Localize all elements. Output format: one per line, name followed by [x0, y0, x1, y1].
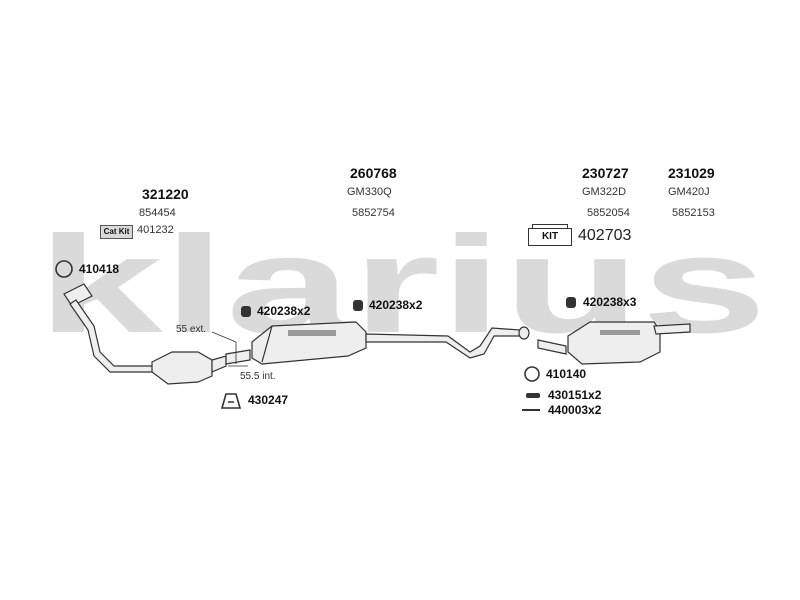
fitting-label: 420238x3	[583, 295, 637, 309]
part-number: 260768	[350, 165, 397, 181]
rubber-mount-icon	[241, 306, 251, 317]
mid-pipe	[365, 327, 521, 359]
fitting-label: 420238x2	[369, 298, 423, 312]
cat-kit-badge: Cat Kit	[100, 225, 133, 239]
rubber-mount-icon	[353, 300, 363, 311]
part-number: 321220	[142, 186, 189, 202]
rear-silencer	[567, 321, 661, 365]
fitting-label: 430151x2	[548, 388, 602, 402]
clamp-icon	[220, 393, 242, 409]
measurement-ext: 55 ext.	[176, 324, 207, 335]
gasket-icon	[524, 366, 540, 382]
oe-reference: 5852754	[352, 207, 395, 219]
oe-reference: 854454	[139, 207, 176, 219]
part-number: 231029	[668, 165, 715, 181]
cat-kit-number: 401232	[137, 224, 174, 236]
bolt-icon	[526, 393, 540, 398]
front-pipe	[69, 299, 157, 373]
pin-icon	[522, 409, 540, 411]
catalytic-converter	[151, 351, 213, 385]
fitting-label: 440003x2	[548, 403, 602, 417]
gasket-icon	[55, 260, 73, 278]
centre-silencer	[251, 321, 367, 365]
oe-reference: 5852054	[587, 207, 630, 219]
oe-reference: GM330Q	[347, 186, 392, 198]
measurement-int: 55.5 int.	[240, 371, 276, 382]
rear-pipe-clamp	[518, 326, 530, 340]
fitting-label: 410140	[546, 367, 587, 381]
fitting-label: 410418	[79, 262, 120, 276]
oe-reference: 5852153	[672, 207, 715, 219]
oe-reference: GM322D	[582, 186, 627, 198]
fitting-label: 430247	[248, 393, 289, 407]
oe-reference: GM420J	[668, 186, 710, 198]
kit-badge: KIT	[528, 224, 572, 246]
rubber-mount-icon	[566, 297, 576, 308]
part-number: 230727	[582, 165, 629, 181]
kit-number: 402703	[578, 227, 632, 244]
front-flange	[63, 283, 93, 307]
fitting-label: 420238x2	[257, 304, 311, 318]
intermediate-pipe	[225, 349, 251, 365]
